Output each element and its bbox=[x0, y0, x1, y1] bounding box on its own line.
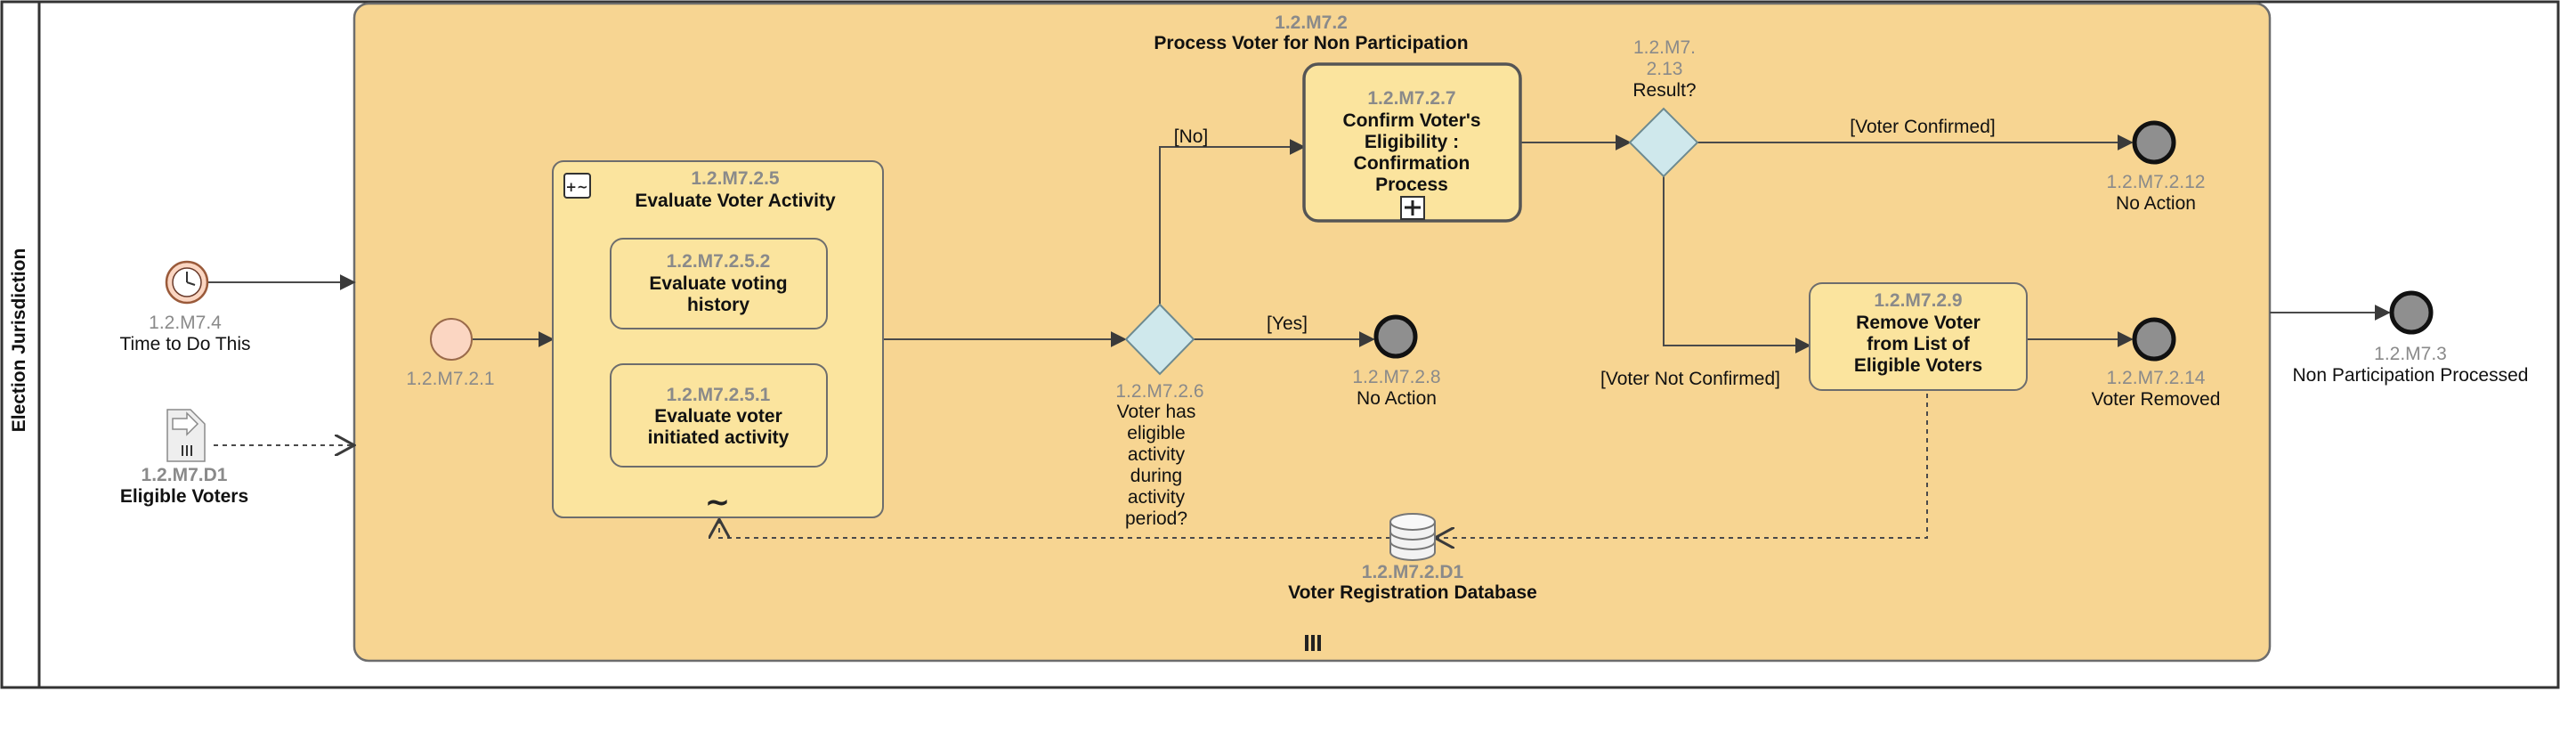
svg-text:Eligible Voters: Eligible Voters bbox=[1854, 355, 1982, 376]
condition-voter-not-confirmed: [Voter Not Confirmed] bbox=[1600, 369, 1780, 389]
expand-plus-icon[interactable] bbox=[1400, 196, 1425, 220]
end-event-outer-id: 1.2.M7.3 bbox=[2374, 344, 2447, 364]
gateway-result-id-line1: 1.2.M7. bbox=[1633, 37, 1696, 58]
lane-label: Election Jurisdiction bbox=[9, 248, 29, 433]
end-event-no-action-1-id: 1.2.M7.2.8 bbox=[1352, 367, 1440, 387]
svg-text:Remove Voter: Remove Voter bbox=[1856, 313, 1981, 333]
gateway-result-id-line2: 2.13 bbox=[1647, 59, 1683, 79]
svg-text:activity: activity bbox=[1128, 487, 1186, 508]
end-event-no-action-2[interactable] bbox=[2132, 120, 2176, 165]
task-confirm-label: Confirm Voter's Eligibility : Confirmati… bbox=[1342, 110, 1480, 195]
task-remove-voter[interactable] bbox=[1809, 282, 2028, 391]
gateway-eligible[interactable] bbox=[1124, 303, 1195, 376]
gateway-eligible-id: 1.2.M7.2.6 bbox=[1115, 381, 1203, 402]
end-event-voter-removed-name: Voter Removed bbox=[2092, 389, 2221, 410]
svg-text:period?: period? bbox=[1125, 508, 1187, 529]
data-object-name: Eligible Voters bbox=[120, 486, 248, 507]
adhoc-marker-icon: +~ bbox=[563, 173, 591, 199]
svg-text:during: during bbox=[1130, 466, 1182, 486]
data-associations bbox=[214, 394, 1928, 539]
svg-text:from List of: from List of bbox=[1867, 334, 1970, 354]
task-confirm-eligibility[interactable] bbox=[1302, 62, 1522, 223]
flow-not-confirmed-to-remove bbox=[1663, 176, 1811, 354]
gateway-result-name: Result? bbox=[1632, 80, 1696, 101]
task-evaluate-voting-history-line2: history bbox=[687, 295, 749, 315]
condition-yes: [Yes] bbox=[1267, 313, 1308, 334]
adhoc-subprocess-name: Evaluate Voter Activity bbox=[635, 191, 836, 211]
svg-text:activity: activity bbox=[1128, 444, 1186, 465]
svg-text:Confirm Voter's: Confirm Voter's bbox=[1342, 110, 1480, 131]
end-event-no-action-1[interactable] bbox=[1373, 314, 1418, 359]
gateway-eligible-question: Voter has eligible activity during activ… bbox=[1117, 402, 1196, 529]
adhoc-tilde-icon: ~ bbox=[705, 484, 731, 520]
subprocess-id: 1.2.M7.2 bbox=[1275, 12, 1348, 33]
end-event-outer-name: Non Participation Processed bbox=[2293, 365, 2529, 386]
task-evaluate-voter-initiated-line2: initiated activity bbox=[648, 427, 790, 448]
start-event-id: 1.2.M7.2.1 bbox=[406, 369, 494, 389]
task-evaluate-voting-history[interactable] bbox=[610, 238, 828, 329]
datastore-id: 1.2.M7.2.D1 bbox=[1362, 562, 1464, 582]
svg-text:Process: Process bbox=[1375, 175, 1448, 195]
start-event[interactable] bbox=[430, 318, 473, 361]
task-evaluate-voter-initiated-line1: Evaluate voter bbox=[654, 406, 782, 427]
condition-no: [No] bbox=[1174, 126, 1209, 147]
assoc-remove-to-datastore bbox=[1435, 394, 1928, 538]
condition-voter-confirmed: [Voter Confirmed] bbox=[1850, 117, 1995, 137]
end-event-voter-removed-id: 1.2.M7.2.14 bbox=[2107, 368, 2206, 388]
data-object-id: 1.2.M7.D1 bbox=[142, 465, 228, 485]
task-evaluate-voting-history-id: 1.2.M7.2.5.2 bbox=[667, 251, 771, 272]
task-evaluate-voter-initiated[interactable] bbox=[610, 363, 828, 468]
datastore-name: Voter Registration Database bbox=[1288, 582, 1537, 603]
gateway-result[interactable] bbox=[1628, 107, 1699, 178]
collection-marker bbox=[182, 445, 192, 456]
end-event-outer[interactable] bbox=[2389, 290, 2434, 335]
timer-event[interactable] bbox=[165, 260, 209, 305]
datastore-icon[interactable] bbox=[1389, 513, 1436, 561]
sequence-flows bbox=[208, 134, 2391, 354]
timer-event-name: Time to Do This bbox=[119, 334, 250, 354]
adhoc-subprocess-id: 1.2.M7.2.5 bbox=[691, 168, 780, 189]
task-remove-voter-label: Remove Voter from List of Eligible Voter… bbox=[1854, 313, 1982, 376]
svg-text:Voter has: Voter has bbox=[1117, 402, 1196, 422]
task-evaluate-voting-history-line1: Evaluate voting bbox=[649, 273, 787, 294]
svg-text:Eligibility :: Eligibility : bbox=[1365, 132, 1459, 152]
arrow-icon bbox=[172, 411, 199, 436]
svg-text:Confirmation: Confirmation bbox=[1354, 153, 1470, 174]
svg-text:+~: +~ bbox=[565, 179, 587, 195]
task-confirm-id: 1.2.M7.2.7 bbox=[1367, 88, 1455, 109]
subprocess-name: Process Voter for Non Participation bbox=[1154, 33, 1468, 53]
data-object[interactable] bbox=[166, 409, 206, 462]
end-event-no-action-1-name: No Action bbox=[1357, 388, 1437, 409]
svg-text:eligible: eligible bbox=[1127, 423, 1185, 443]
assoc-datastore-to-adhoc bbox=[719, 519, 1390, 539]
end-event-no-action-2-name: No Action bbox=[2116, 193, 2196, 214]
task-remove-voter-id: 1.2.M7.2.9 bbox=[1874, 290, 1962, 311]
parallel-multi-instance-marker bbox=[1305, 635, 1321, 651]
task-evaluate-voter-initiated-id: 1.2.M7.2.5.1 bbox=[667, 385, 771, 405]
flow-no-to-confirm bbox=[1159, 139, 1306, 305]
end-event-voter-removed[interactable] bbox=[2132, 317, 2176, 362]
end-event-no-action-2-id: 1.2.M7.2.12 bbox=[2107, 172, 2206, 192]
timer-event-id: 1.2.M7.4 bbox=[149, 313, 222, 333]
